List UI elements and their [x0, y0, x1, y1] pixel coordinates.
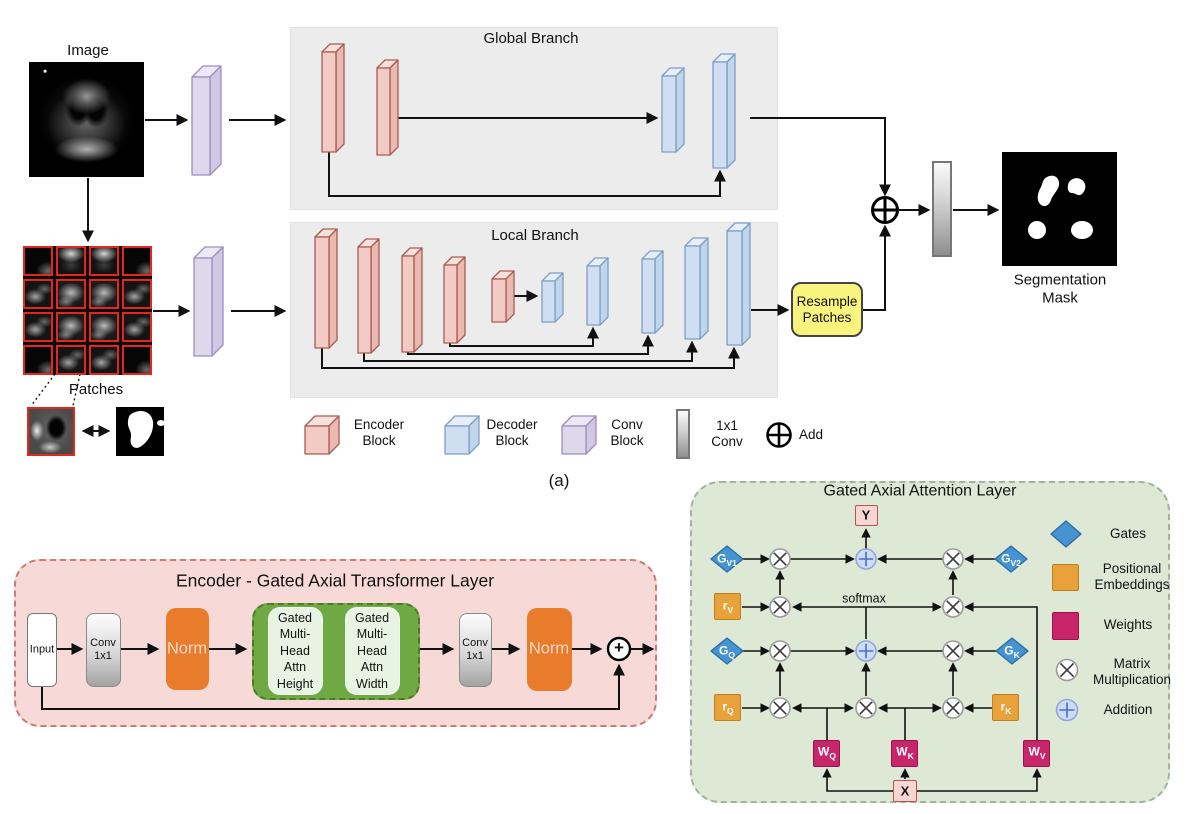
segmentation-mask-image: [1002, 152, 1117, 266]
x-input-label: X: [900, 783, 910, 799]
norm-box-1: [166, 608, 209, 690]
gate-gv1-label: GV1: [717, 551, 737, 569]
ultrasound-image: [29, 62, 144, 177]
resample-patches-box: [791, 282, 863, 337]
attention-layer-panel: [690, 481, 1170, 803]
legend-decoder-icon: [444, 415, 480, 455]
legend-weights-label: Weights: [1103, 617, 1153, 633]
pos-embed-rk-box: [992, 694, 1019, 721]
legend-encoder-icon: [304, 415, 340, 455]
add-node-main: [871, 196, 899, 224]
legend-weights-icon: [1052, 612, 1079, 640]
conv1x1-bar: [932, 161, 952, 257]
local-branch-title: Local Branch: [491, 227, 579, 245]
legend-conv-icon: [561, 415, 597, 455]
conv1x1-box-2: [459, 613, 492, 687]
patch-cell: [122, 279, 152, 309]
patch-cell: [122, 246, 152, 276]
pos-embed-rk-label: rK: [1000, 699, 1012, 717]
gated-attn-height-box: [268, 607, 323, 695]
patch-cell: [23, 312, 53, 342]
pos-embed-rv-label: rV: [722, 598, 734, 616]
conv-block-global: [191, 65, 222, 176]
encoder-layer-title: Encoder - Gated Axial Transformer Layer: [175, 570, 495, 591]
weight-wv-box: [1023, 740, 1050, 767]
pos-embed-rv-box: [714, 593, 741, 620]
image-label: Image: [67, 42, 109, 60]
weight-wv-label: WV: [1028, 744, 1046, 762]
patch-mask-blob: [127, 411, 164, 448]
patch-cell: [89, 345, 119, 375]
gate-gq-label: GQ: [719, 643, 735, 661]
patch-cell: [56, 246, 86, 276]
patch-cell: [23, 279, 53, 309]
patch-cell: [23, 345, 53, 375]
global-branch-panel: [290, 27, 778, 210]
global-branch-title: Global Branch: [483, 30, 579, 48]
y-output-label: Y: [861, 507, 871, 523]
legend-positional-icon: [1052, 564, 1079, 591]
weight-wk-label: WK: [896, 744, 914, 762]
pos-embed-rq-box: [714, 694, 741, 721]
patch-cell: [89, 312, 119, 342]
softmax-label: softmax: [842, 591, 886, 606]
conv-block-local: [193, 246, 224, 357]
patch-cell: [122, 345, 152, 375]
weight-wq-box: [813, 740, 840, 767]
gated-attn-width-box: [345, 607, 400, 695]
norm-label-1: Norm: [166, 639, 208, 658]
input-label: Input: [29, 643, 55, 656]
input-box: [27, 613, 57, 687]
weight-wq-label: WQ: [818, 744, 836, 762]
segmentation-mask-label: Segmentation Mask: [1013, 271, 1107, 306]
legend-conv1x1-bar: [676, 409, 690, 459]
patch-cell: [56, 312, 86, 342]
weight-wk-box: [891, 740, 918, 767]
zoomed-patch-image: [27, 407, 75, 456]
legend-addition-label: Addition: [1103, 702, 1153, 718]
local-branch-panel: [290, 222, 778, 398]
attention-layer-title: Gated Axial Attention Layer: [823, 482, 1017, 500]
norm-label-2: Norm: [528, 639, 570, 658]
legend-add-icon: [766, 422, 792, 448]
pos-embed-rq-label: rQ: [722, 699, 734, 717]
y-output-box: [855, 505, 878, 526]
patch-cell: [89, 246, 119, 276]
patch-cell: [56, 345, 86, 375]
resample-patches-label: Resample Patches: [796, 294, 858, 325]
gate-gk-label: GK: [1004, 643, 1020, 661]
conv1x1-box-1: [86, 613, 121, 687]
patch-cell: [89, 279, 119, 309]
patches-grid: [23, 246, 152, 375]
segmentation-mask-blobs: [1028, 175, 1093, 239]
patches-label: Patches: [68, 381, 124, 399]
legend-gates-label: Gates: [1109, 526, 1147, 542]
x-input-box: [893, 780, 917, 802]
patch-mask-image: [116, 407, 164, 456]
norm-box-2: [527, 608, 572, 691]
patch-cell: [23, 246, 53, 276]
patch-cell: [122, 312, 152, 342]
caption-a: (a): [548, 470, 570, 490]
gate-gv2-label: GV2: [1001, 551, 1021, 569]
residual-add-label: +: [614, 637, 624, 657]
legend-add-label: Add: [798, 427, 824, 443]
patch-cell: [56, 279, 86, 309]
